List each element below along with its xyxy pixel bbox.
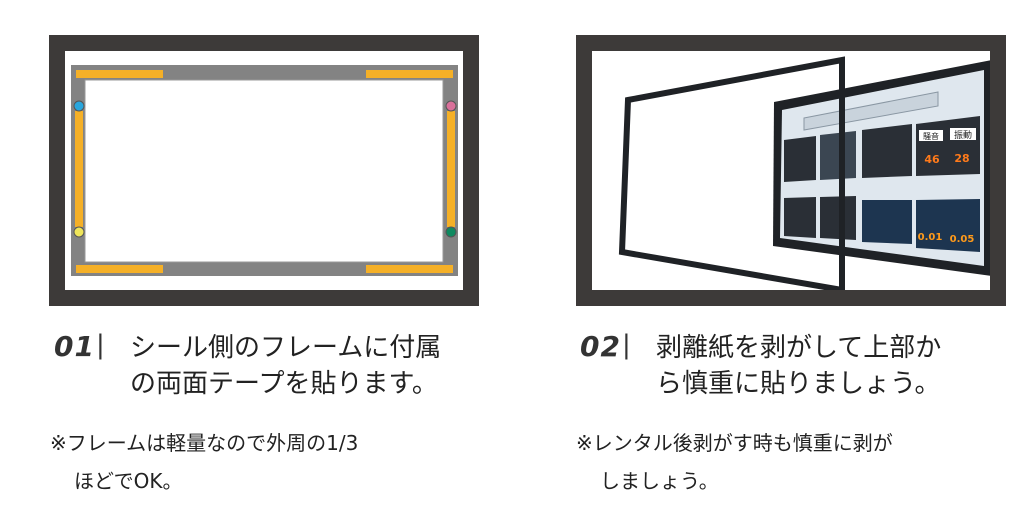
noise-label: 騒音 <box>923 131 939 141</box>
noise-value: 46 <box>924 153 940 166</box>
value-b: 0.05 <box>950 234 975 245</box>
marker-blue-icon <box>73 100 85 112</box>
step2-line2: ら慎重に貼りましょう。 <box>656 369 941 399</box>
step1-line1: シール側のフレームに付属 <box>130 333 442 363</box>
step1-number: 01 <box>54 330 95 363</box>
tape-top-left <box>76 70 163 78</box>
step2-line1: 剥離紙を剥がして上部か <box>656 333 942 363</box>
install-photo-panel: 騒音 振動 46 28 0.01 0.05 <box>576 35 1006 306</box>
tape-bottom-right <box>366 265 453 273</box>
value-tile <box>916 199 980 252</box>
screen-title-bar <box>803 91 939 131</box>
monitor-illustration: 騒音 振動 46 28 0.01 0.05 <box>618 56 990 290</box>
frame-tape-diagram <box>71 65 458 276</box>
step2-note2: しましょう。 <box>600 469 719 493</box>
step1-note2: ほどでOK。 <box>74 469 183 493</box>
step1-line2: の両面テープを貼ります。 <box>130 369 438 399</box>
noise-vibration-tile <box>916 116 980 176</box>
step2-number: 02 <box>580 330 621 363</box>
step1-note1: ※フレームは軽量なので外周の1/3 <box>50 431 359 455</box>
step2-note1: ※レンタル後剥がす時も慎重に剥が <box>576 431 893 455</box>
vibration-value: 28 <box>954 152 969 165</box>
vibration-label: 振動 <box>954 129 972 141</box>
value-a: 0.01 <box>918 232 943 243</box>
tape-left <box>75 111 83 227</box>
tape-top-right <box>366 70 453 78</box>
marker-pink-icon <box>445 100 457 112</box>
tape-bottom-left <box>76 265 163 273</box>
step1-separator: | <box>96 330 105 360</box>
tape-diagram-panel <box>49 35 479 306</box>
tape-right <box>447 111 455 227</box>
marker-yellow-icon <box>73 226 85 238</box>
seal-frame <box>618 56 845 290</box>
marker-green-icon <box>445 226 457 238</box>
step2-separator: | <box>622 330 631 360</box>
frame-opening <box>84 79 444 263</box>
